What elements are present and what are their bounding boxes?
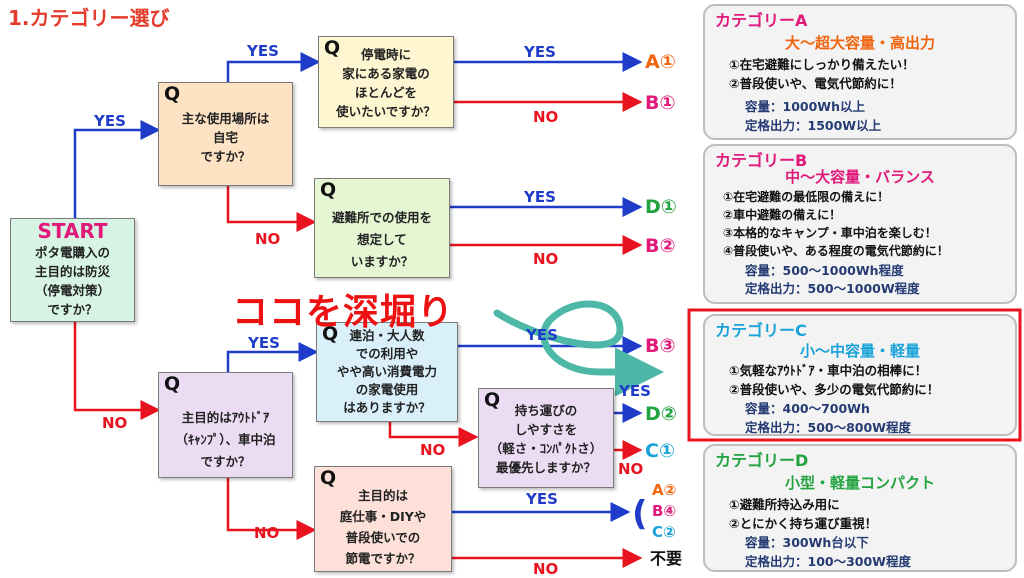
category-items: ①在宅避難にしっかり備えたい！ ②普段使いや、電気代節約に！	[729, 57, 915, 91]
category-specs: 容量：500～1000Wh程度 定格出力：500～1000W程度	[745, 263, 920, 296]
yes-label: YES	[94, 112, 126, 130]
question-outdoor: Q 主目的はｱｳﾄﾄﾞｱ （ｷｬﾝﾌﾟ）、車中泊 ですか？	[158, 372, 293, 478]
result-c1: C①	[645, 440, 676, 462]
result-b1: B①	[645, 92, 676, 114]
category-specs: 容量：300Wh台以下 定格出力：100～300W程度	[745, 535, 911, 569]
q-mark: Q	[324, 37, 341, 59]
result-b2: B②	[645, 235, 676, 257]
category-c-card: カテゴリーC 小～中容量・軽量 ①気軽なｱｳﾄﾄﾞｱ・車中泊の相棒に！ ②普段使…	[703, 314, 1017, 436]
result-a2: A②	[652, 481, 677, 499]
deep-dive-callout: ココを深堀り	[232, 292, 455, 333]
yes-label: YES	[526, 326, 558, 344]
no-label: NO	[618, 460, 644, 478]
result-not-needed: 不要	[650, 549, 683, 568]
category-subtitle: 小～中容量・軽量	[799, 342, 920, 360]
question-text: 停電時に 家にある家電の ほとんどを 使いたいですか？	[336, 47, 436, 119]
category-a-card: カテゴリーA 大～超大容量・高出力 ①在宅避難にしっかり備えたい！ ②普段使いや…	[703, 4, 1017, 140]
result-d2: D②	[645, 403, 677, 425]
start-question-text: ポタ電購入の 主目的は防災 （停電対策） ですか？	[34, 245, 110, 317]
category-name: カテゴリーA	[715, 11, 808, 30]
no-label: NO	[533, 108, 559, 126]
question-text: 主な使用場所は 自宅 ですか？	[181, 111, 270, 164]
page-title: 1.カテゴリー選び	[8, 6, 170, 30]
category-items: ①気軽なｱｳﾄﾄﾞｱ・車中泊の相棒に！ ②普段使いや、多少の電気代節約に！	[729, 363, 940, 397]
question-saving: Q 主目的は 庭仕事・DIYや 普段使いでの 節電ですか？	[314, 466, 452, 572]
category-name: カテゴリーD	[715, 451, 809, 470]
category-subtitle: 大～超大容量・高出力	[784, 34, 935, 52]
category-items: ①在宅避難の最低限の備えに！ ②車中避難の備えに！ ③本格的なキャンプ・車中泊を…	[723, 190, 949, 258]
no-label: NO	[533, 560, 559, 578]
question-home: Q 主な使用場所は 自宅 ですか？	[158, 82, 293, 186]
no-label: NO	[102, 414, 128, 432]
question-text: 持ち運びの しやすさを （軽さ・ｺﾝﾊﾟｸﾄさ） 最優先しますか？	[489, 403, 603, 475]
result-b3: B③	[645, 335, 676, 357]
q-mark: Q	[320, 179, 337, 201]
question-text: 主目的は 庭仕事・DIYや 普段使いでの 節電ですか？	[339, 488, 427, 566]
no-label: NO	[254, 524, 280, 542]
no-label: NO	[533, 250, 559, 268]
yes-label: YES	[524, 188, 556, 206]
category-subtitle: 中～大容量・バランス	[785, 168, 935, 186]
category-name: カテゴリーB	[715, 151, 808, 170]
q-mark: Q	[164, 373, 181, 395]
question-shelter: Q 避難所での使用を 想定して いますか？	[314, 178, 450, 278]
q-mark: Q	[322, 323, 339, 345]
category-specs: 容量：1000Wh以上 定格出力：1500W以上	[745, 99, 882, 133]
yes-label: YES	[524, 43, 556, 61]
q-mark: Q	[484, 389, 501, 411]
q-mark: Q	[164, 83, 181, 105]
category-items: ①避難所持込み用に ②とにかく持ち運び重視！	[729, 497, 878, 531]
category-specs: 容量：400～700Wh 定格出力：500～800W程度	[745, 401, 911, 435]
result-b4: B④	[652, 502, 677, 520]
question-text: 主目的はｱｳﾄﾄﾞｱ （ｷｬﾝﾌﾟ）、車中泊 ですか？	[175, 410, 276, 469]
yes-label: YES	[247, 42, 279, 60]
no-label: NO	[420, 441, 446, 459]
svg-text:(: (	[632, 494, 648, 534]
category-name: カテゴリーC	[715, 321, 807, 340]
question-consecutive: Q 連泊・大人数 での利用や やや高い消費電力 の家電使用 はありますか？	[316, 322, 458, 422]
category-subtitle: 小型・軽量コンパクト	[784, 474, 935, 492]
question-carry: Q 持ち運びの しやすさを （軽さ・ｺﾝﾊﾟｸﾄさ） 最優先しますか？	[478, 388, 614, 488]
result-d1: D①	[645, 196, 677, 218]
question-outage: Q 停電時に 家にある家電の ほとんどを 使いたいですか？	[318, 36, 454, 128]
start-label: START	[37, 219, 108, 243]
q-mark: Q	[320, 467, 337, 489]
start-box: START ポタ電購入の 主目的は防災 （停電対策） ですか？	[10, 218, 135, 322]
result-a1: A①	[645, 51, 676, 73]
question-text: 連泊・大人数 での利用や やや高い消費電力 の家電使用 はありますか？	[336, 328, 437, 415]
yes-label: YES	[526, 490, 558, 508]
category-d-card: カテゴリーD 小型・軽量コンパクト ①避難所持込み用に ②とにかく持ち運び重視！…	[703, 444, 1017, 572]
result-c2: C②	[652, 523, 676, 541]
category-b-card: カテゴリーB 中～大容量・バランス ①在宅避難の最低限の備えに！ ②車中避難の備…	[703, 144, 1017, 304]
question-text: 避難所での使用を 想定して いますか？	[331, 210, 432, 269]
no-label: NO	[255, 230, 281, 248]
yes-label: YES	[619, 382, 651, 400]
yes-label: YES	[248, 334, 280, 352]
